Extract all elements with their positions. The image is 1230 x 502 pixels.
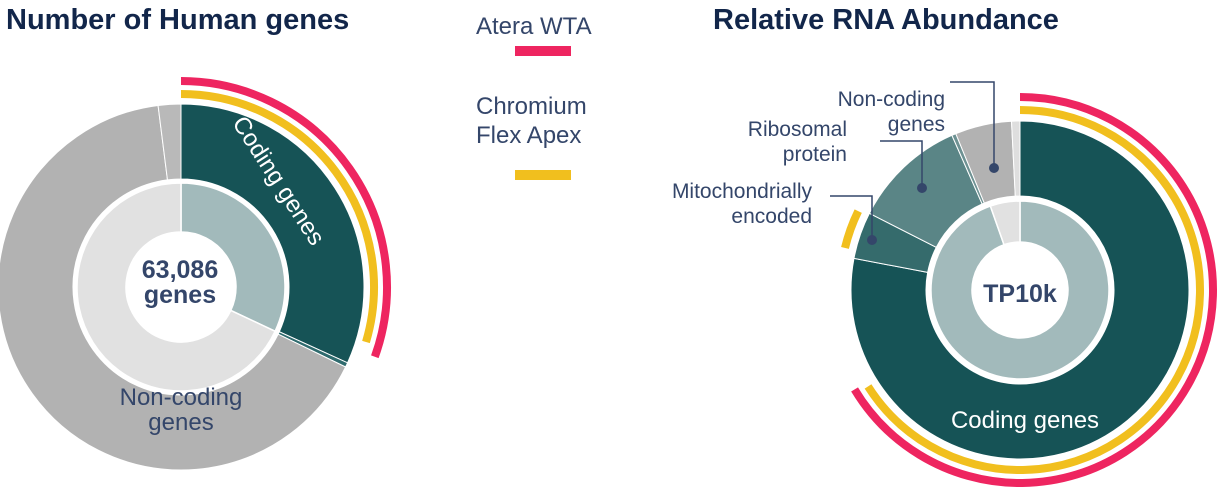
- annotation-mitochondrial-line2: encoded: [731, 205, 812, 228]
- legend-label-chromium: Chromium Flex Apex: [476, 92, 587, 150]
- leader-noncoding-dot: [989, 163, 999, 173]
- donut-chart-right: [841, 93, 1217, 487]
- outer-slice-coding-genes: [850, 120, 1190, 460]
- outer-slice-non-coding-genes: [0, 104, 347, 471]
- legend-swatch-atera: [515, 46, 571, 56]
- annotation-ribosomal-line1: Ribosomal: [747, 118, 847, 141]
- legend-label-chromium-line1: Chromium: [476, 93, 587, 120]
- outer-slice-sliver-5: [1010, 120, 1021, 197]
- annotation-mitochondrial-line1: Mitochondrially: [671, 180, 812, 203]
- leader-ribosomal-dot: [917, 183, 927, 193]
- legend-label-chromium-line2: Flex Apex: [476, 122, 582, 149]
- coverage-arc-atera-wta-0: [180, 77, 391, 359]
- annotation-noncoding-line1: Non-coding: [837, 88, 945, 111]
- leader-mitochondrial-line: [830, 195, 873, 240]
- leader-mitochondrial-dot: [867, 235, 877, 245]
- coverage-arc-atera-wta: [851, 93, 1217, 487]
- coverage-arc-chromium-flex-apex: [864, 106, 1204, 474]
- coverage-arc-chromium-flex-apex-1: [180, 90, 378, 344]
- donut-center: [126, 232, 236, 342]
- legend-label-atera: Atera WTA: [476, 13, 592, 40]
- leader-ribosomal-line: [880, 140, 923, 188]
- center-label-tp10k: TP10k: [983, 280, 1057, 308]
- annotation-noncoding-line2: genes: [887, 113, 945, 136]
- donut-chart-left: [0, 77, 391, 471]
- annotation-ribosomal-line2: protein: [782, 143, 847, 166]
- chart-title-left: Number of Human genes: [6, 4, 350, 36]
- center-label-gene-count: 63,086: [142, 256, 218, 284]
- slice-label-noncoding-line1: Non-coding: [120, 384, 243, 411]
- annotation-mitochondrial: Mitochondrially encoded: [672, 179, 812, 229]
- annotation-noncoding: Non-coding genes: [838, 87, 945, 137]
- outer-slice-sliver-3: [157, 103, 182, 181]
- annotation-ribosomal: Ribosomal protein: [748, 117, 847, 167]
- leader-noncoding-line: [950, 81, 995, 168]
- annotation-leaders: [830, 81, 999, 245]
- donut-center: [972, 242, 1068, 338]
- legend-swatch-chromium: [515, 170, 571, 180]
- coverage-arc-chromium-flex-apex-mito: [841, 209, 862, 249]
- center-label-genes: genes: [144, 281, 216, 309]
- outer-slice-coding-genes: [180, 103, 365, 364]
- slice-label-noncoding-line2: genes: [148, 409, 213, 436]
- slice-label-coding-genes-right: Coding genes: [951, 407, 1099, 434]
- chart-title-right: Relative RNA Abundance: [713, 4, 1059, 36]
